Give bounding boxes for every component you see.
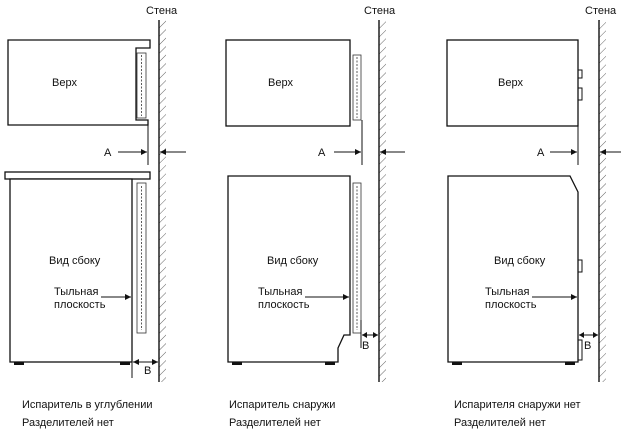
- caption-line2: Разделителей нет: [454, 417, 546, 429]
- wall-hatching: [159, 20, 166, 382]
- wall-label: Стена: [364, 5, 396, 17]
- wall-hatching: [379, 20, 386, 382]
- top-view-evaporator: [352, 54, 362, 121]
- caption-line1: Испарителя снаружи нет: [454, 399, 581, 411]
- back-plane-label-line2: плоскость: [485, 299, 537, 311]
- dimension-b-label: B: [144, 365, 151, 377]
- side-view-label: Вид сбоку: [267, 255, 319, 267]
- diagram-external-evaporator: Стена Верх A Вид сбоку Тыльная плоскость…: [225, 5, 405, 429]
- top-view-hinges: [578, 69, 583, 101]
- side-view-label: Вид сбоку: [49, 255, 101, 267]
- wall-label: Стена: [585, 5, 617, 17]
- side-view-cabinet: [9, 178, 133, 363]
- dimension-a-label: A: [318, 147, 326, 159]
- side-view-top-panel: [4, 171, 151, 180]
- dimension-a-label: A: [104, 147, 112, 159]
- wall-label: Стена: [146, 5, 178, 17]
- back-plane-label-line1: Тыльная: [54, 286, 98, 298]
- side-view-cabinet: [447, 175, 579, 363]
- top-view-cabinet: [225, 39, 351, 127]
- top-view-evaporator: [136, 52, 147, 119]
- side-view-cabinet: [227, 175, 351, 363]
- dimension-a-label: A: [537, 147, 545, 159]
- dimension-b-label: B: [362, 340, 369, 352]
- top-view-cabinet: [7, 39, 151, 126]
- back-plane-label-line2: плоскость: [258, 299, 310, 311]
- top-view-cabinet: [446, 39, 579, 127]
- diagram-no-external-evaporator: Стена Верх A Вид сбоку Тыльная плоскость…: [446, 5, 621, 429]
- top-view-label: Верх: [498, 77, 523, 89]
- back-plane-label-line1: Тыльная: [485, 286, 529, 298]
- back-plane-label-line1: Тыльная: [258, 286, 302, 298]
- caption-line2: Разделителей нет: [22, 417, 114, 429]
- wall-hatching: [599, 20, 606, 382]
- diagram-recessed-evaporator: Стена Верх A Вид сбоку Тыльная плоскость…: [4, 5, 186, 429]
- side-view-hinge: [578, 259, 583, 273]
- top-view-label: Верх: [52, 77, 77, 89]
- top-view-label: Верх: [268, 77, 293, 89]
- caption-line2: Разделителей нет: [229, 417, 321, 429]
- caption-line1: Испаритель в углублении: [22, 399, 153, 411]
- side-view-label: Вид сбоку: [494, 255, 546, 267]
- back-plane-label-line2: плоскость: [54, 299, 106, 311]
- caption-line1: Испаритель снаружи: [229, 399, 335, 411]
- dimension-b-label: B: [584, 340, 591, 352]
